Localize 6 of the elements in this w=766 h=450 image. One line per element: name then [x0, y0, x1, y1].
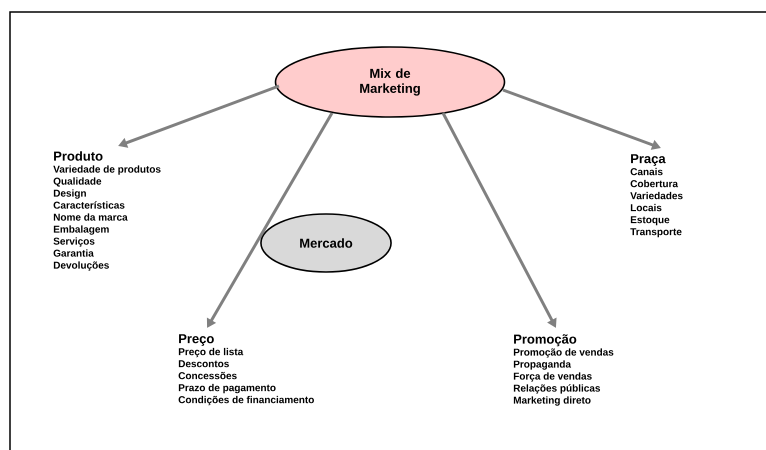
category-list: Promoção Promoção de vendas Propaganda Força de vendas Relações públicas Marketing direto: [514, 334, 614, 406]
category-list: Preço Preço de lista Descontos Concessões Prazo de pagamento Condições de financiamento: [178, 334, 314, 406]
category-list: Produto Variedade de produtos Qualidade Design Características Nome da marca Embalagem Serviços Garantia Devoluções: [53, 151, 161, 271]
ellipse-node: Mix de Marketing: [274, 46, 506, 118]
category-list: Praça Canais Cobertura Variedades Locais Estoque Transporte: [630, 154, 683, 238]
ellipse-node: Mercado: [260, 213, 392, 273]
